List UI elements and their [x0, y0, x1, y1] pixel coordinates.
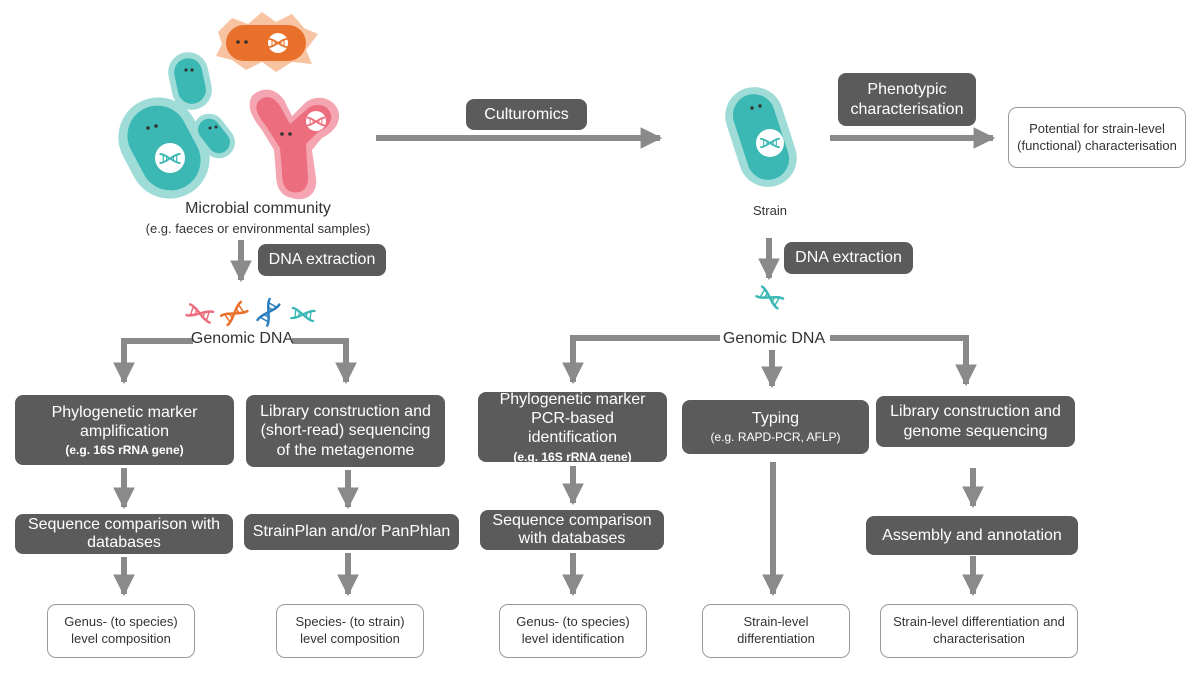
left-sequence-comparison-label: Sequence comparison with databases [27, 515, 221, 551]
strain-label: Strain [753, 203, 787, 218]
strain-level-characterisation-label: Strain-level differentiation and charact… [893, 614, 1065, 646]
microbial-community-sublabel: (e.g. faeces or environmental samples) [145, 221, 371, 236]
orange-microbe-icon [216, 12, 318, 72]
species-level-composition-box: Species- (to strain) level composition [276, 604, 424, 658]
large-teal-microbe-icon [118, 97, 210, 199]
library-construction-metagenome-box: Library construction and (short-read) se… [246, 395, 445, 467]
left-sequence-comparison-box: Sequence comparison with databases [15, 514, 233, 554]
library-construction-genome-label: Library construction and genome sequenci… [890, 403, 1061, 440]
microbial-community-illustration [118, 12, 340, 200]
genus-level-identification-label: Genus- (to species) level identification [516, 614, 630, 646]
left-phylogenetic-marker-box: Phylogenetic marker amplification (e.g. … [15, 395, 234, 465]
typing-title: Typing [751, 410, 800, 428]
left-dna-extraction-box: DNA extraction [258, 244, 386, 276]
strainplan-panphlan-box: StrainPlan and/or PanPhlan [244, 514, 459, 550]
right-dna-extraction-box: DNA extraction [784, 242, 913, 274]
right-dna-extraction-label: DNA extraction [795, 249, 902, 267]
culturomics-box: Culturomics [466, 99, 587, 130]
culturomics-label: Culturomics [484, 105, 569, 123]
strain-microbe-icon [725, 87, 797, 187]
assembly-annotation-box: Assembly and annotation [866, 516, 1078, 555]
phenotypic-characterisation-box: Phenotypic characterisation [838, 73, 976, 126]
strain-level-differentiation-label: Strain-level differentiation [737, 614, 815, 646]
library-construction-genome-box: Library construction and genome sequenci… [876, 396, 1075, 447]
library-construction-metagenome-label: Library construction and (short-read) se… [260, 403, 431, 459]
left-dna-extraction-label: DNA extraction [268, 251, 376, 269]
right-branch-arrow-c [830, 335, 977, 387]
right-phylogenetic-marker-title: Phylogenetic marker PCR-based identifica… [499, 391, 646, 447]
microbial-community-label: Microbial community [185, 200, 331, 217]
genus-level-composition-label: Genus- (to species) level composition [64, 614, 178, 646]
typing-sub: (e.g. RAPD-PCR, AFLP) [710, 430, 841, 445]
pink-microbe-icon [249, 89, 340, 200]
potential-strain-level-label: Potential for strain-level (functional) … [1017, 120, 1177, 153]
assembly-annotation-label: Assembly and annotation [882, 526, 1062, 544]
genus-level-composition-box: Genus- (to species) level composition [47, 604, 195, 658]
left-phylogenetic-marker-sub: (e.g. 16S rRNA gene) [65, 442, 184, 457]
right-genomic-dna-label: Genomic DNA [722, 330, 826, 347]
species-level-composition-label: Species- (to strain) level composition [295, 614, 405, 646]
right-sequence-comparison-box: Sequence comparison with databases [480, 510, 664, 550]
phenotypic-characterisation-label: Phenotypic characterisation [850, 81, 964, 118]
potential-strain-level-box: Potential for strain-level (functional) … [1008, 107, 1186, 168]
typing-box: Typing (e.g. RAPD-PCR, AFLP) [682, 400, 869, 454]
medium-teal-microbe-icon [193, 113, 235, 159]
strain-level-characterisation-box: Strain-level differentiation and charact… [880, 604, 1078, 658]
strain-level-differentiation-box: Strain-level differentiation [702, 604, 850, 658]
dna-icon [219, 300, 249, 327]
left-branch-arrow-a [113, 338, 193, 385]
left-branch-arrow-b [292, 338, 357, 385]
genus-level-identification-box: Genus- (to species) level identification [499, 604, 647, 658]
dna-icon [256, 297, 281, 327]
dna-icon [755, 285, 785, 310]
right-sequence-comparison-label: Sequence comparison with databases [492, 511, 652, 547]
right-branch-arrow-a [562, 335, 720, 385]
dna-icon [290, 306, 316, 323]
left-phylogenetic-marker-title: Phylogenetic marker amplification [51, 403, 198, 440]
strainplan-panphlan-label: StrainPlan and/or PanPhlan [252, 523, 451, 541]
right-phylogenetic-marker-sub: (e.g. 16S rRNA gene) [513, 449, 632, 464]
right-phylogenetic-marker-box: Phylogenetic marker PCR-based identifica… [478, 391, 667, 464]
left-genomic-dna-label: Genomic DNA [190, 330, 294, 347]
small-teal-microbe-icon [168, 52, 212, 110]
dna-icon [185, 303, 215, 324]
